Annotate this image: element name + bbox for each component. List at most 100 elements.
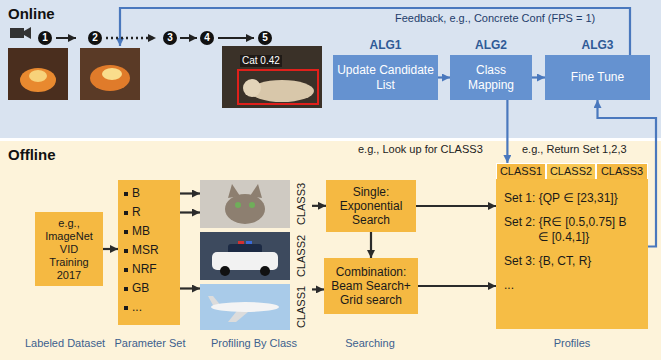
camera-icon [10, 27, 31, 39]
algorithm-text: Update Candidate List [337, 63, 434, 93]
profiling-panel: CLASS3CLASS2CLASS1 [200, 180, 312, 332]
cat-head [243, 79, 261, 97]
video-frame [80, 48, 140, 100]
algorithm-text: ALG2 [450, 38, 532, 52]
profile-set: Set 3: {B, CT, R} [504, 254, 640, 269]
class-label: CLASS3 [295, 183, 308, 225]
parameter-item: NRF [132, 262, 157, 277]
edge-label: e.g., Look up for CLASS3 [358, 143, 483, 155]
connector-arrow [180, 192, 200, 194]
cat-eye [235, 202, 241, 208]
frame-image [8, 48, 68, 100]
dataset-box: e.g., ImageNet VID Training 2017 [35, 212, 103, 286]
box-label: Combination: Beam Search+ Grid search [328, 265, 414, 307]
parameter-item: MSR [132, 243, 159, 258]
check-mark [156, 284, 165, 292]
algorithm-text: Fine Tune [571, 70, 624, 85]
class-label: CLASS2 [295, 235, 308, 277]
feedback-label: Feedback, e.g., Concrete Conf (FPS = 1) [395, 12, 595, 24]
camera-lens [24, 27, 31, 39]
algorithm-box: ALG2Class Mapping [450, 55, 532, 100]
connector-arrow [312, 205, 326, 207]
step-arrow [218, 37, 254, 39]
fire [20, 68, 56, 92]
photo-ground [200, 284, 290, 330]
bullet [124, 287, 128, 291]
parameter-item: R [132, 205, 141, 220]
parameter-item: ... [132, 300, 142, 315]
police-car-photo [200, 232, 290, 280]
dotted-step-arrow [106, 37, 156, 40]
camera-body [10, 28, 24, 38]
connector-arrow [180, 211, 200, 213]
car-wheel [260, 266, 270, 276]
callout-number: 3 [163, 31, 177, 45]
profile-set: ... [504, 278, 640, 293]
frame-image [222, 46, 322, 108]
connector-arrow [418, 285, 496, 287]
car-wheel [220, 266, 230, 276]
band-title: Online [8, 5, 55, 22]
connector-arrow [416, 205, 496, 207]
check-mark [146, 189, 155, 197]
tab-label: CLASS1 [500, 165, 542, 178]
algorithm-box: ALG1Update Candidate List [333, 55, 438, 100]
video-frame [8, 48, 68, 100]
tab-label: CLASS2 [550, 165, 592, 178]
algorithm-text: Class Mapping [454, 63, 528, 93]
search-box: Single: Exponential Search [326, 180, 416, 232]
class-tab: CLASS2 [546, 163, 596, 180]
profile-set: Set 2: {R∈ [0.5,0.75] B ∈ [0.4,1]} [504, 215, 640, 245]
bullet [124, 192, 128, 196]
bullet [124, 306, 128, 310]
bullet [124, 211, 128, 215]
profile-set: Set 1: {QP ∈ [23,31]} [504, 191, 640, 206]
bullet [124, 268, 128, 272]
video-frame [222, 46, 322, 108]
connector-arrow [506, 100, 508, 163]
algorithm-box: ALG3Fine Tune [545, 55, 650, 100]
algorithm-text: ALG1 [333, 38, 438, 52]
edge-label: e.g., Return Set 1,2,3 [522, 143, 627, 155]
photo-ground [200, 180, 290, 228]
airplane-photo [200, 284, 290, 330]
class-tab: CLASS3 [596, 163, 648, 180]
search-box: Combination: Beam Search+ Grid search [324, 258, 418, 314]
band-title: Offline [8, 146, 56, 163]
column-label: Profiles [496, 337, 648, 349]
plane-fuselage [211, 302, 279, 312]
fire [29, 70, 47, 82]
column-label: Searching [320, 337, 420, 349]
column-label: Labeled Dataset [20, 337, 110, 349]
connector-arrow [598, 100, 657, 247]
connector-arrow [103, 248, 118, 250]
step-arrow [56, 37, 76, 39]
parameter-item: MB [132, 224, 150, 239]
parameter-item: B [132, 186, 140, 201]
bullet [124, 230, 128, 234]
fire [90, 65, 130, 91]
check-mark [146, 208, 155, 216]
column-label: Parameter Set [108, 337, 192, 349]
parameter-list-box: BR MB MSR NRF GB... [118, 180, 180, 325]
algorithm-text: ALG3 [545, 38, 650, 52]
light-bar [238, 241, 244, 244]
profiles-box: Set 1: {QP ∈ [23,31]} Set 2: {R∈ [0.5,0.7… [496, 179, 648, 329]
connector-arrow [312, 288, 324, 290]
photo-ground [200, 232, 290, 280]
cat-head [225, 194, 265, 224]
step-arrow [180, 37, 197, 39]
callout-number: 4 [200, 31, 214, 45]
parameter-item: GB [132, 281, 149, 296]
callout-number: 5 [258, 31, 272, 45]
box-label: e.g., ImageNet VID Training 2017 [39, 217, 99, 282]
frame-image [80, 48, 140, 100]
detection-box [238, 70, 318, 104]
box-label: Single: Exponential Search [330, 185, 412, 227]
connector-arrow [532, 76, 545, 78]
connector-arrow [370, 232, 372, 258]
column-label: Profiling By Class [196, 337, 312, 349]
tab-label: CLASS3 [601, 165, 643, 178]
bullet [124, 249, 128, 253]
class-label: CLASS1 [295, 286, 308, 328]
